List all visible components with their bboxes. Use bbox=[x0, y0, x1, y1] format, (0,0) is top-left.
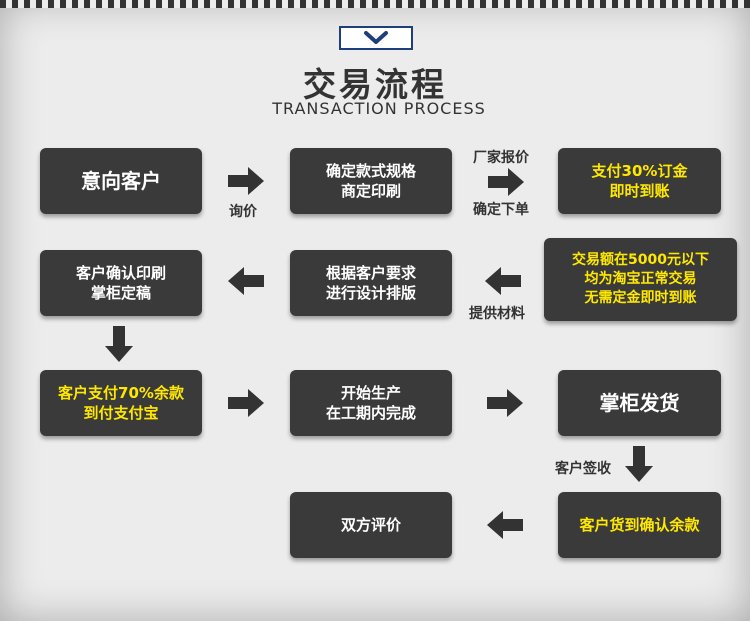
step-production-label: 开始生产 在工期内完成 bbox=[325, 383, 416, 422]
page-subtitle: TRANSACTION PROCESS bbox=[272, 99, 486, 118]
arrow-left-icon bbox=[228, 267, 264, 295]
step-receive-confirm-label: 客户货到确认余款 bbox=[579, 515, 700, 534]
arrow-right-icon bbox=[228, 167, 264, 195]
step-intent-label: 意向客户 bbox=[81, 168, 161, 193]
label-factory-quote: 厂家报价 bbox=[473, 150, 529, 166]
step-confirm-print-label: 客户确认印刷 掌柜定稿 bbox=[75, 263, 166, 302]
label-sign: 客户签收 bbox=[555, 461, 611, 477]
step-pay-balance: 客户支付70%余款 到付支付宝 bbox=[40, 370, 202, 436]
arrow-down-icon bbox=[105, 326, 133, 362]
step-confirm-style: 确定款式规格 商定印刷 bbox=[290, 148, 452, 214]
step-production: 开始生产 在工期内完成 bbox=[290, 370, 452, 436]
step-taobao-note-label: 交易额在5000元以下 均为淘宝正常交易 无需定金即时到账 bbox=[572, 252, 709, 306]
step-review: 双方评价 bbox=[290, 492, 452, 558]
arrow-left-icon bbox=[487, 511, 523, 539]
step-confirm-style-label: 确定款式规格 商定印刷 bbox=[325, 161, 416, 200]
arrow-right-icon bbox=[487, 389, 523, 417]
page-title: 交易流程 bbox=[303, 65, 447, 104]
step-pay-deposit: 支付30%订金 即时到账 bbox=[558, 148, 721, 214]
step-ship: 掌柜发货 bbox=[558, 370, 721, 436]
label-materials: 提供材料 bbox=[469, 306, 525, 322]
step-taobao-note: 交易额在5000元以下 均为淘宝正常交易 无需定金即时到账 bbox=[544, 238, 737, 321]
arrow-right-icon bbox=[228, 389, 264, 417]
chevron-down-icon bbox=[364, 31, 388, 44]
step-pay-deposit-label: 支付30%订金 即时到账 bbox=[591, 161, 688, 200]
label-inquire: 询价 bbox=[229, 204, 257, 220]
step-receive-confirm: 客户货到确认余款 bbox=[558, 492, 721, 558]
arrow-down-icon bbox=[625, 446, 653, 482]
step-design: 根据客户要求 进行设计排版 bbox=[290, 250, 452, 316]
label-order: 确定下单 bbox=[473, 202, 529, 218]
step-pay-balance-label: 客户支付70%余款 到付支付宝 bbox=[58, 383, 184, 422]
header-badge bbox=[339, 26, 413, 50]
step-design-label: 根据客户要求 进行设计排版 bbox=[325, 263, 416, 302]
arrow-left-icon bbox=[485, 267, 521, 295]
step-review-label: 双方评价 bbox=[340, 515, 401, 534]
arrow-right-icon bbox=[488, 168, 524, 196]
step-confirm-print: 客户确认印刷 掌柜定稿 bbox=[40, 250, 202, 316]
step-intent: 意向客户 bbox=[40, 148, 202, 214]
step-ship-label: 掌柜发货 bbox=[599, 390, 680, 415]
